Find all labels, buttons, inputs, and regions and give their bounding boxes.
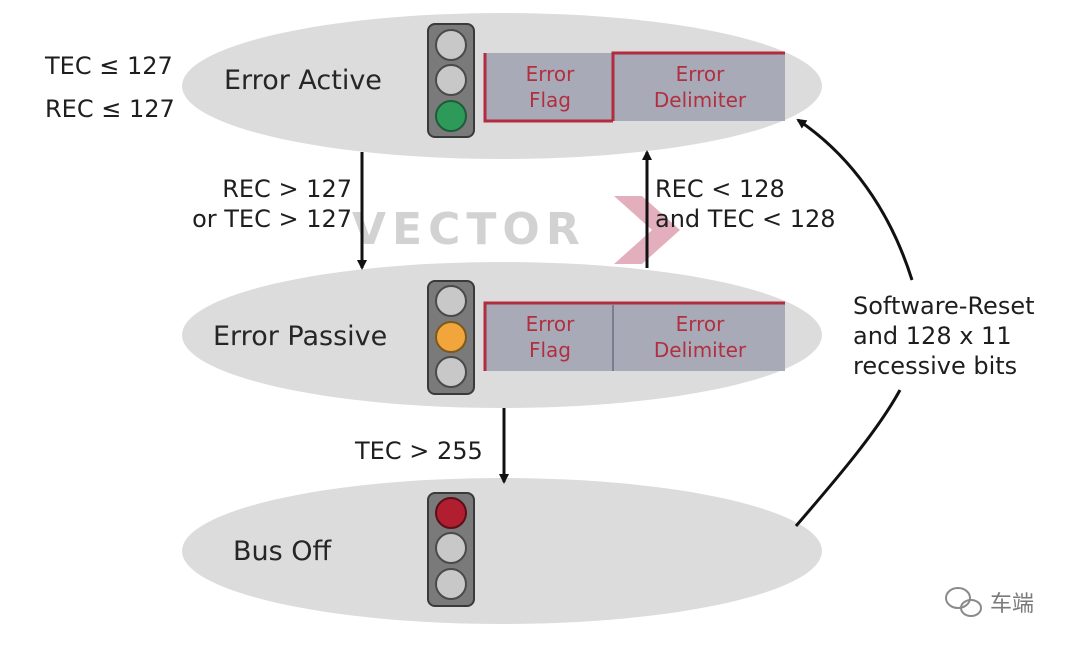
green-light-icon — [435, 100, 467, 132]
light-off-middle — [435, 64, 467, 96]
to-bus-off-condition: TEC > 255 — [354, 437, 483, 465]
error-passive-label: Error Passive — [213, 321, 387, 352]
traffic-light-icon — [427, 23, 475, 138]
traffic-light-icon — [427, 280, 475, 395]
arrow-bus-off-to-active-reset-path-lower — [794, 389, 902, 527]
brand-label: 车端 — [990, 592, 1034, 617]
error-frame-fields-passive: Error Flag Error Delimiter — [483, 301, 785, 371]
bus-off-label: Bus Off — [233, 536, 333, 567]
reset-condition-line2: and 128 x 11 — [853, 322, 1012, 350]
reset-condition-line1: Software-Reset — [853, 292, 1035, 320]
arrow-bus-off-to-active-reset-path-upper — [796, 118, 914, 281]
wechat-icon — [945, 587, 982, 617]
to-passive-condition-line2: or TEC > 127 — [192, 205, 352, 233]
active-rec-condition: REC ≤ 127 — [45, 95, 175, 123]
traffic-light-icon — [427, 492, 475, 607]
to-passive-condition-line1: REC > 127 — [222, 175, 352, 203]
error-frame-fields-active: Error Flag Error Delimiter — [483, 51, 785, 123]
yellow-light-icon — [435, 321, 467, 353]
error-delimiter-label-2: Delimiter — [654, 88, 747, 112]
light-off-middle — [435, 532, 467, 564]
to-active-condition-line1: REC < 128 — [655, 175, 785, 203]
active-tec-condition: TEC ≤ 127 — [44, 52, 173, 80]
light-off-top — [435, 29, 467, 61]
error-delimiter-label-2: Delimiter — [654, 338, 747, 362]
to-active-condition-line2: and TEC < 128 — [655, 205, 836, 233]
reset-condition-line3: recessive bits — [853, 352, 1017, 380]
vector-watermark: VECTOR — [352, 204, 586, 255]
light-off-top — [435, 285, 467, 317]
error-delimiter-label-1: Error — [676, 62, 726, 86]
error-active-label: Error Active — [224, 65, 382, 96]
light-off-bottom — [435, 356, 467, 388]
error-flag-label-2: Flag — [529, 338, 571, 362]
light-off-bottom — [435, 568, 467, 600]
error-flag-label-1: Error — [526, 62, 576, 86]
error-flag-label-1: Error — [526, 312, 576, 336]
red-light-icon — [435, 497, 467, 529]
error-delimiter-label-1: Error — [676, 312, 726, 336]
bus-off-ellipse — [182, 478, 822, 624]
error-flag-label-2: Flag — [529, 88, 571, 112]
